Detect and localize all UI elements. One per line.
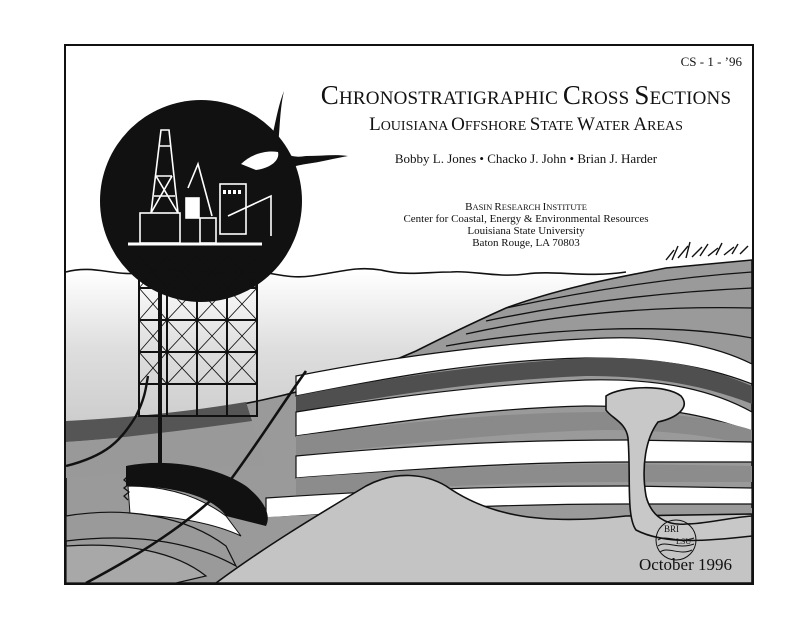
marsh-grass-icon: [665, 241, 749, 261]
svg-text:BRI: BRI: [664, 524, 679, 534]
cross-section-illustration: BRI LSU: [66, 91, 752, 583]
fault-line: [85, 370, 308, 583]
author: Bobby L. Jones: [394, 151, 477, 166]
sun-disc-icon: [100, 100, 302, 302]
svg-text:LSU: LSU: [676, 537, 691, 546]
document-code: CS - 1 - ’96: [680, 54, 742, 69]
cover-frame: BRI LSU CS - 1 - ’96 CHRONOSTRATIGRAPHIC…: [64, 44, 754, 585]
document-subtitle: LOUISIANA OFFSHORE STATE WATER AREAS: [369, 114, 683, 135]
institution-university: Louisiana State University: [467, 225, 585, 237]
document-title: CHRONOSTRATIGRAPHIC CROSS SECTIONS: [320, 80, 732, 110]
institution-block: BASIN RESEARCH INSTITUTE Center for Coas…: [366, 201, 686, 249]
separator: •: [569, 151, 575, 166]
fault-line: [66, 375, 150, 468]
publication-date: October 1996: [638, 555, 732, 574]
platform-topsides: [128, 129, 272, 246]
authors-line: Bobby L. Jones • Chacko J. John • Brian …: [316, 151, 736, 167]
separator: •: [479, 151, 484, 166]
author: Brian J. Harder: [577, 151, 658, 166]
institution-name: BASIN RESEARCH INSTITUTE: [465, 201, 587, 213]
author: Chacko J. John: [487, 151, 567, 166]
pelican-icon: [241, 91, 348, 172]
bri-lsu-logo: BRI LSU: [655, 519, 697, 561]
institution-center: Center for Coastal, Energy & Environment…: [403, 213, 649, 225]
institution-address: Baton Rouge, LA 70803: [472, 237, 580, 249]
salt-dome: [605, 386, 752, 542]
sea-surface-line: [66, 267, 627, 278]
well-bore: [158, 256, 162, 476]
buried-mound: [214, 474, 752, 583]
